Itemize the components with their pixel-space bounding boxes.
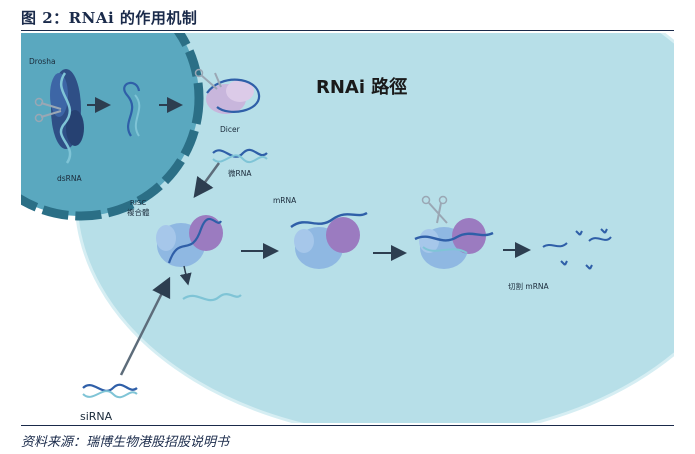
risc-complex-loading [156,215,223,267]
diagram-heading: RNAi 路徑 [316,76,407,98]
mrna-strand [290,211,368,229]
dicer-label: Dicer [220,125,241,134]
risc-cleavage-complex [414,218,494,269]
risc-label-cn: 複合體 [127,207,150,217]
cleaved-mrna-fragments [542,228,612,270]
rnai-diagram: Drosha dsRNA Dicer 微RNA RISC 複合體 mRNA [21,33,674,423]
top-rule [21,30,674,31]
figure-source: 资料来源：瑞博生物港股招股说明书 [21,435,230,450]
cleaved-mrna-label: 切割 mRNA [508,281,550,291]
dsrna-label: dsRNA [57,174,82,183]
scissors-icon [421,195,448,224]
drosha-complex [34,69,84,164]
sirna-label: siRNA [80,410,113,423]
passenger-strand [182,293,242,302]
risc-complex-target [294,217,360,269]
arrow-mirna-to-risc [193,162,221,199]
nuclear-envelope [21,33,204,221]
pre-mirna-hairpin [123,81,141,137]
figure-title: 图 2：RNAi 的作用机制 [21,9,198,27]
arrow-passenger-release [179,265,192,286]
micro-rna-duplex [212,148,268,164]
mrna-label: mRNA [273,196,297,205]
risc-label: RISC [130,199,146,207]
drosha-label: Drosha [29,57,56,66]
arrow-sirna-to-risc [119,276,171,376]
bottom-rule [21,425,674,426]
micro-rna-label: 微RNA [228,168,252,178]
sirna-duplex [82,383,138,399]
dicer-complex [194,68,261,114]
